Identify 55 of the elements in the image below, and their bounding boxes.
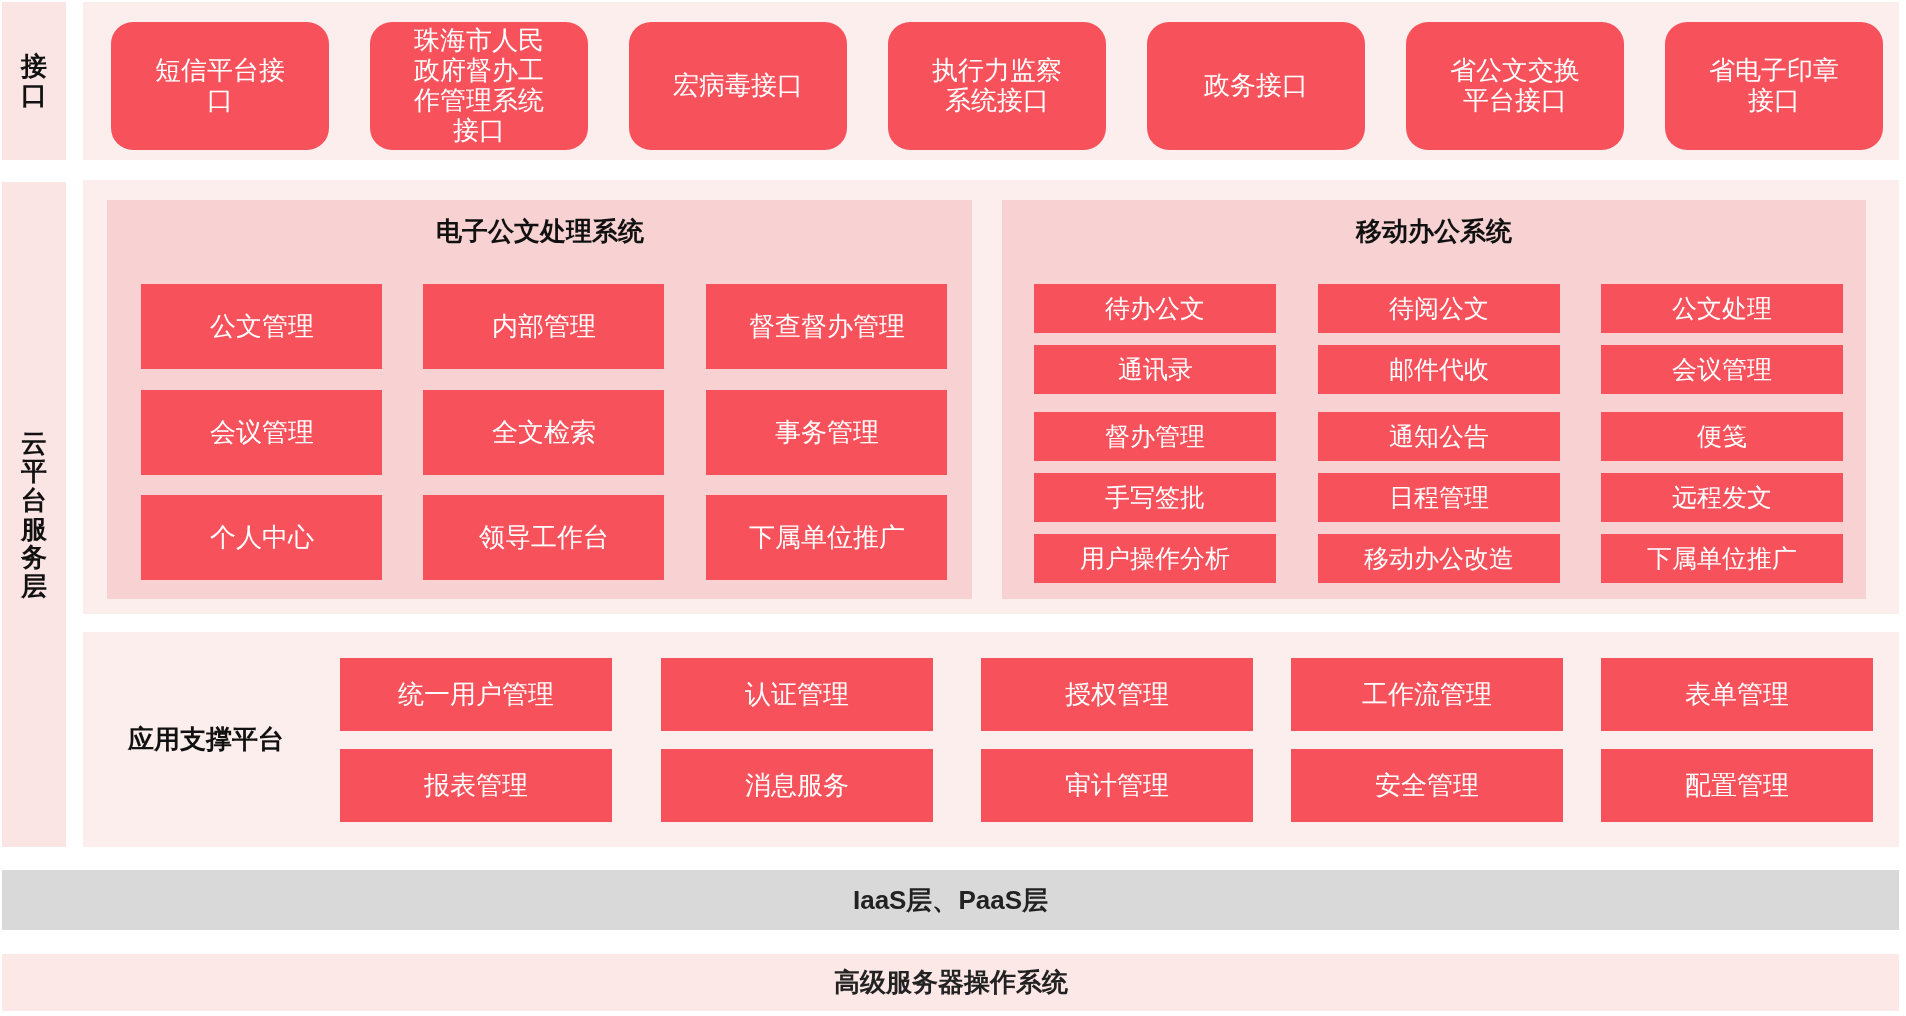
module-box: 审计管理	[981, 749, 1253, 822]
module-box: 远程发文	[1601, 473, 1843, 522]
module-box: 会议管理	[141, 390, 382, 475]
interface-box: 宏病毒接口	[629, 22, 847, 150]
module-box: 个人中心	[141, 495, 382, 580]
module-box: 下属单位推广	[1601, 534, 1843, 583]
module-box: 公文管理	[141, 284, 382, 369]
layer-label-band	[2, 2, 66, 160]
layer-band	[83, 180, 1899, 614]
section-heading: 电子公文处理系统	[434, 215, 645, 248]
module-box: 便笺	[1601, 412, 1843, 461]
module-box: 待阅公文	[1318, 284, 1560, 333]
interface-box: 短信平台接口	[111, 22, 329, 150]
module-box: 移动办公改造	[1318, 534, 1560, 583]
module-box: 统一用户管理	[340, 658, 612, 731]
layer-band	[83, 2, 1899, 160]
module-box: 会议管理	[1601, 345, 1843, 394]
module-box: 用户操作分析	[1034, 534, 1276, 583]
system-panel	[1002, 200, 1866, 599]
module-box: 邮件代收	[1318, 345, 1560, 394]
interface-box: 省电子印章接口	[1665, 22, 1883, 150]
module-box: 督查督办管理	[706, 284, 947, 369]
interface-box: 执行力监察系统接口	[888, 22, 1106, 150]
module-box: 通知公告	[1318, 412, 1560, 461]
interface-box: 珠海市人民政府督办工作管理系统接口	[370, 22, 588, 150]
module-box: 日程管理	[1318, 473, 1560, 522]
layer-label: 云平台服务层	[21, 428, 47, 601]
layer-label-band	[2, 182, 66, 847]
section-heading: 移动办公系统	[1354, 215, 1513, 248]
module-box: 下属单位推广	[706, 495, 947, 580]
module-box: 公文处理	[1601, 284, 1843, 333]
system-panel	[107, 200, 972, 599]
module-box: 领导工作台	[423, 495, 664, 580]
os-bar: 高级服务器操作系统	[2, 954, 1899, 1011]
module-box: 内部管理	[423, 284, 664, 369]
module-box: 表单管理	[1601, 658, 1873, 731]
module-box: 督办管理	[1034, 412, 1276, 461]
module-box: 事务管理	[706, 390, 947, 475]
infrastructure-bar: IaaS层、PaaS层	[2, 870, 1899, 930]
platform-band	[83, 632, 1899, 847]
section-heading: 应用支撑平台	[128, 723, 284, 756]
module-box: 安全管理	[1291, 749, 1563, 822]
module-box: 通讯录	[1034, 345, 1276, 394]
module-box: 工作流管理	[1291, 658, 1563, 731]
interface-box: 政务接口	[1147, 22, 1365, 150]
module-box: 配置管理	[1601, 749, 1873, 822]
module-box: 报表管理	[340, 749, 612, 822]
module-box: 手写签批	[1034, 473, 1276, 522]
module-box: 待办公文	[1034, 284, 1276, 333]
module-box: 消息服务	[661, 749, 933, 822]
layer-label: 接口	[21, 52, 47, 110]
module-box: 全文检索	[423, 390, 664, 475]
interface-box: 省公文交换平台接口	[1406, 22, 1624, 150]
module-box: 授权管理	[981, 658, 1253, 731]
module-box: 认证管理	[661, 658, 933, 731]
